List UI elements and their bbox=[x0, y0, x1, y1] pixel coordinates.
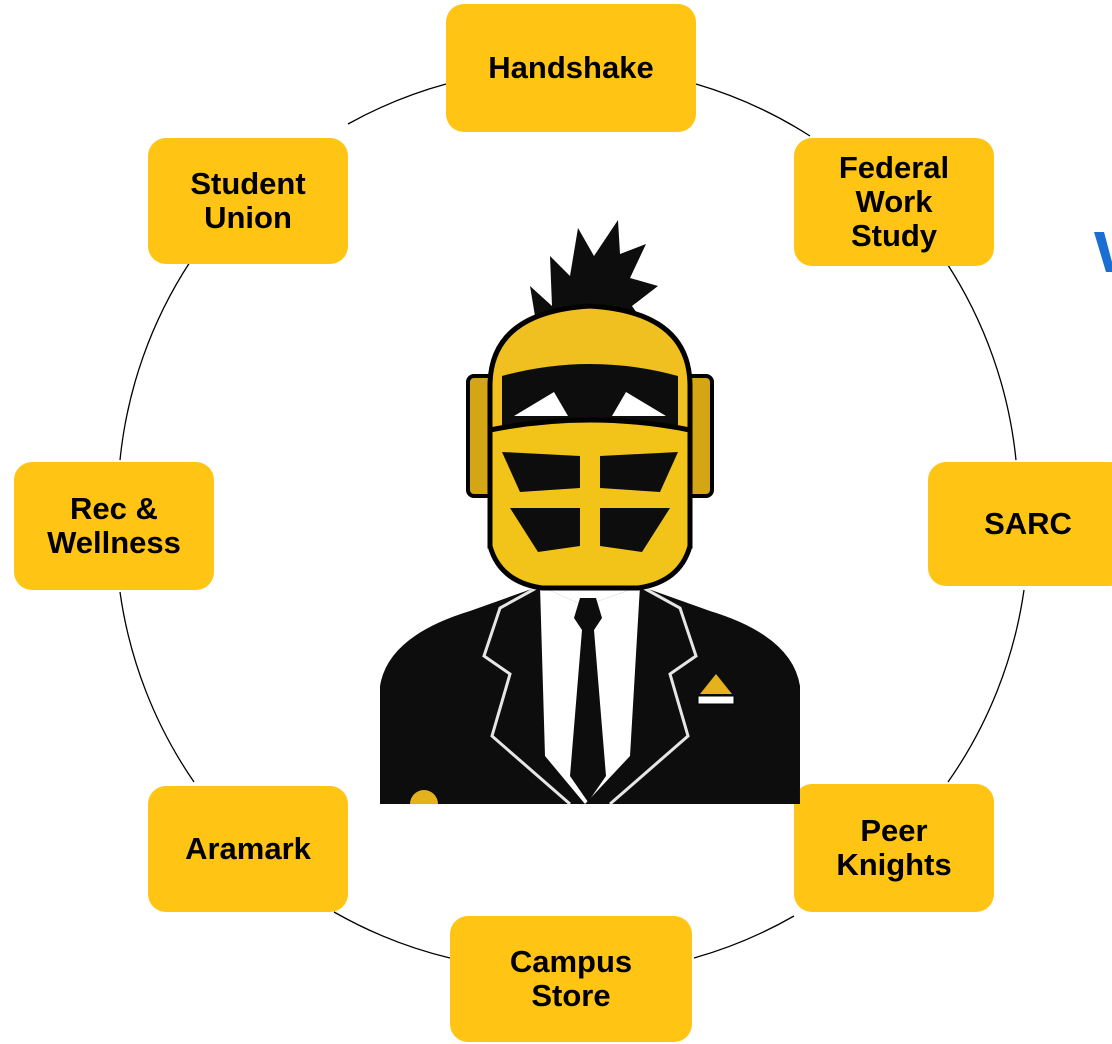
node-sarc: SARC bbox=[928, 462, 1112, 586]
node-handshake: Handshake bbox=[446, 4, 696, 132]
partial-letter-graphic bbox=[1094, 232, 1112, 272]
knight-mascot-icon bbox=[380, 220, 800, 804]
node-label: Rec & Wellness bbox=[47, 491, 181, 560]
node-label: Aramark bbox=[185, 831, 311, 866]
node-label: Campus Store bbox=[509, 944, 633, 1013]
node-student-union: Student Union bbox=[148, 138, 348, 264]
node-label: Peer Knights bbox=[836, 813, 952, 882]
node-label: Federal Work Study bbox=[838, 150, 950, 253]
node-rec-wellness: Rec & Wellness bbox=[14, 462, 214, 590]
node-label: Handshake bbox=[488, 50, 654, 85]
node-label: SARC bbox=[984, 506, 1072, 541]
node-label: Student Union bbox=[190, 166, 306, 235]
node-aramark: Aramark bbox=[148, 786, 348, 912]
node-peer-knights: Peer Knights bbox=[794, 784, 994, 912]
node-federal-work-study: Federal Work Study bbox=[794, 138, 994, 266]
node-campus-store: Campus Store bbox=[450, 916, 692, 1042]
